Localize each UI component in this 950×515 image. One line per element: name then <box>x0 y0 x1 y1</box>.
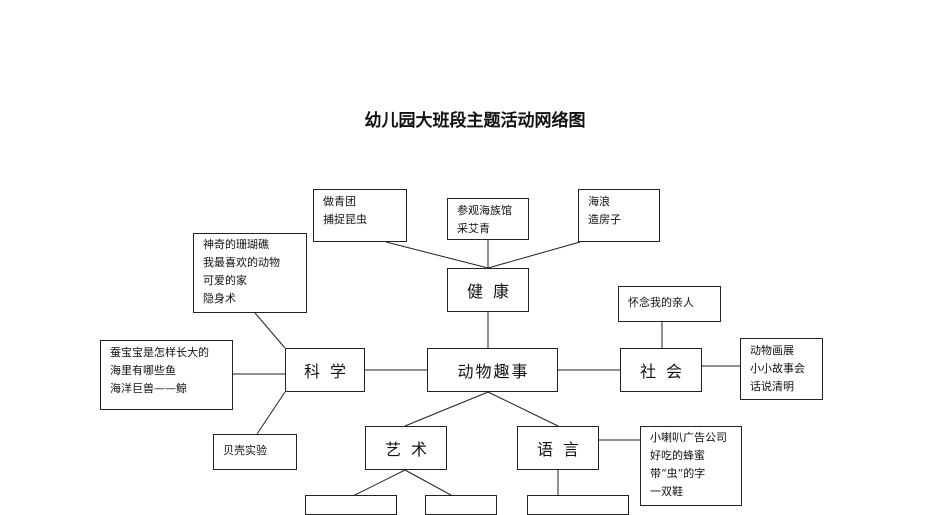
node-art: 艺术 <box>365 426 447 470</box>
society-note-top: 怀念我的亲人 <box>618 286 721 322</box>
node-health: 健康 <box>447 268 529 312</box>
language-subnote <box>527 495 629 515</box>
page-title: 幼儿园大班段主题活动网络图 <box>364 111 586 131</box>
art-subnote-left <box>305 495 397 515</box>
science-note-bottom: 贝壳实验 <box>213 434 297 470</box>
health-note-left: 做青团 捕捉昆虫 <box>313 189 407 242</box>
society-note-right: 动物画展 小小故事会 话说清明 <box>740 338 823 400</box>
node-center: 动物趣事 <box>427 348 558 392</box>
language-note-right: 小喇叭广告公司 好吃的蜂蜜 带“虫”的字 一双鞋 <box>640 426 742 506</box>
science-note-left: 蚕宝宝是怎样长大的 海里有哪些鱼 海洋巨兽——鲸 <box>100 340 233 410</box>
art-subnote-right <box>425 495 497 515</box>
health-note-right: 海浪 造房子 <box>578 189 660 242</box>
connector-lines <box>233 240 740 500</box>
health-note-mid: 参观海族馆 采艾青 <box>447 198 529 240</box>
node-language: 语言 <box>517 426 599 470</box>
node-science: 科学 <box>285 348 365 392</box>
science-note-top: 神奇的珊瑚礁 我最喜欢的动物 可爱的家 隐身术 <box>193 233 307 313</box>
node-society: 社会 <box>620 348 702 392</box>
